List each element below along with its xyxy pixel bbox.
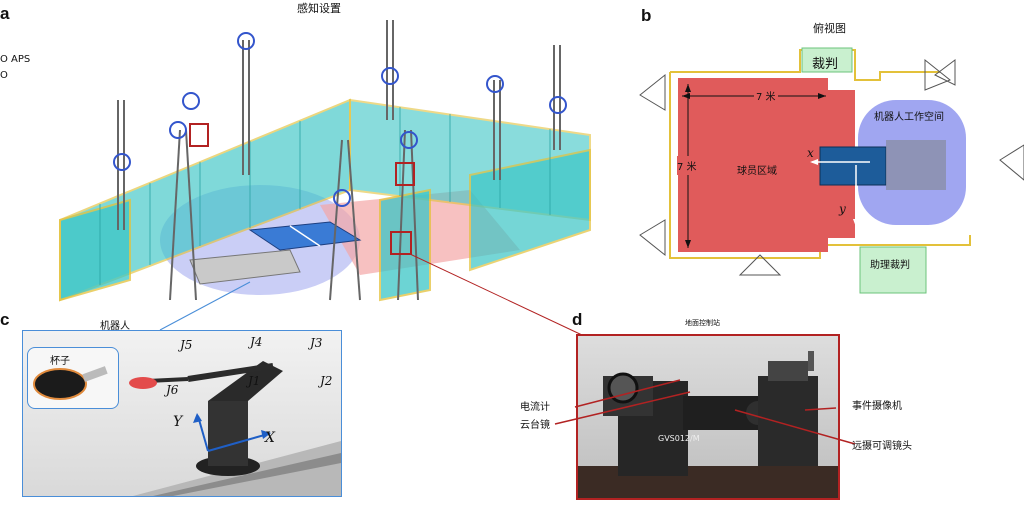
galvo-lens [607,372,639,404]
joint-label-j5: J5 [180,338,193,352]
paddle-small [129,377,157,389]
event-camera-marker [189,123,209,147]
robot-axis-y-label: Y [173,414,183,430]
gimbal-label: 云台镜 [520,420,550,431]
joint-label-j1: J1 [248,374,261,388]
ground-station-illustration [578,351,838,498]
joint-label-j2: J2 [320,374,333,388]
axis-y-label: y [839,202,846,216]
perception-setup-illustration [59,20,591,336]
player-area-region [678,78,855,252]
camera-marker [549,96,567,114]
paddle-icon [33,368,87,400]
event-camera-marker [390,231,412,255]
robot-arm-illustration [129,361,341,496]
assistant-umpire-box [859,246,927,294]
camera-marker [237,32,255,50]
assistant-umpire-label: 助理裁判 [870,260,910,271]
panel-a-title: 感知设置 [297,2,341,15]
camera-marker [381,67,399,85]
paddle-label: 杯子 [50,356,70,367]
camera-marker [182,92,200,110]
device-model-text: GVS012/M [658,434,700,443]
event-camera-marker [395,162,415,186]
camera-marker [113,153,131,171]
player-area-label: 球员区域 [737,166,777,177]
panel-c-title: 机器人 [100,321,130,332]
width-dimension-label: 7 米 [754,88,778,103]
robot-table [819,146,887,186]
galvo-label: 电流计 [520,402,550,413]
joint-label-j6: J6 [166,383,179,397]
panel-d-title: 地面控制站 [685,319,720,327]
height-dimension-label: 7 米 [677,156,697,175]
panel-a-left-label-2: O [0,70,8,81]
left-wall [59,198,131,302]
event-camera-body [758,376,818,466]
camera-marker [333,189,351,207]
joint-label-j3: J3 [310,336,323,350]
event-camera-label: 事件摄像机 [852,401,902,412]
front-wall-door [379,188,431,302]
camera-marker [486,75,504,93]
ground-station-photo: GVS012/M [576,334,840,500]
panel-a-left-label-1: O APS [0,54,31,65]
camera-marker [169,121,187,139]
camera-marker [400,131,418,149]
panel-c-letter: c [0,310,10,329]
robot-workspace-label: 机器人工作空间 [874,112,944,123]
top-view-diagram [639,47,1024,294]
robot-rail [189,249,301,285]
panel-d-letter: d [572,310,583,329]
panel-a-letter: a [0,4,10,23]
axis-x-label: x [807,146,814,160]
panel-b-title: 俯视图 [813,22,846,35]
paddle-inset [27,347,119,409]
robot-photo-panel [22,330,342,497]
joint-label-j4: J4 [250,335,263,349]
panel-b-letter: b [641,6,652,25]
umpire-box [801,47,853,73]
robot-axis-x-label: X [265,430,275,446]
umpire-label: 裁判 [812,57,839,72]
telephoto-lens-label: 远摄可调镜头 [852,441,912,452]
